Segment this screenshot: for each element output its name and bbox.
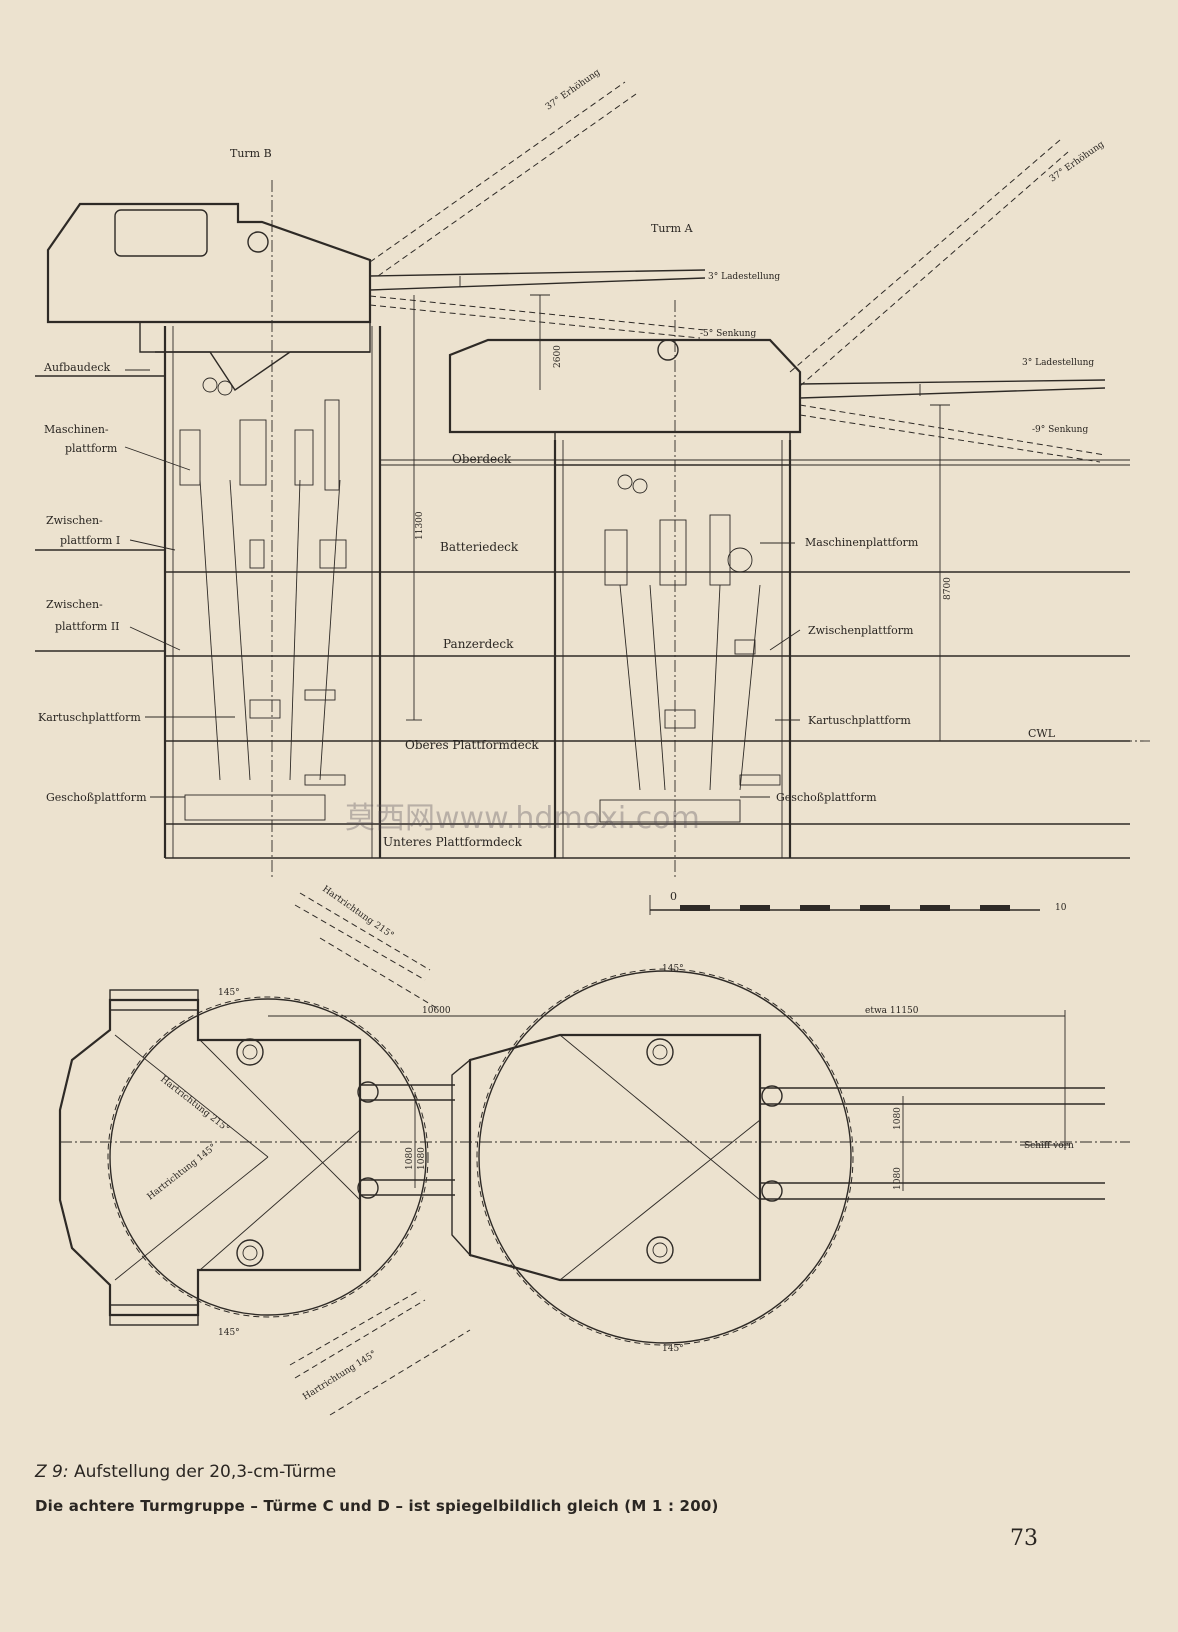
label-zwischen2-2: plattform II [55,620,120,633]
dim-11150: etwa 11150 [865,1006,919,1016]
label-zwischen1-1: Zwischen- [46,514,103,527]
label-geschoss-right: Geschoßplattform [776,791,877,804]
angle-145-top-b: 145° [218,988,240,998]
label-zwischen1-2: plattform I [60,534,120,547]
deck-oberdeck: Oberdeck [452,452,512,466]
label-maschinen-1: Maschinen- [44,423,109,436]
scale-mark: 10 [1055,903,1067,913]
angle-145-top-a: 145° [662,964,684,974]
elevation-b-label: 37° Erhöhung [544,67,602,112]
dim-1080-b1: 1080 [405,1147,415,1170]
training-145-bot: Hartrichtung 145° [301,1349,378,1402]
turm-b-label: Turm B [230,147,272,160]
label-geschoss-left: Geschoßplattform [46,791,147,804]
dim-8700: 8700 [943,577,953,600]
turret-arrangement-drawing: Turm B Turm A 37° Erhöhung 37° Erhöhung … [35,67,1150,1416]
turm-a-label: Turm A [651,222,694,235]
side-elevation [35,81,1150,915]
figure-subcaption: Die achtere Turmgruppe – Türme C und D –… [35,1497,719,1515]
figure-number: Z 9: [35,1462,69,1482]
deck-unteres-plattformdeck: Unteres Plattformdeck [383,835,523,849]
deck-panzerdeck: Panzerdeck [443,637,514,651]
dim-11300: 11300 [415,511,425,540]
label-zwischen-right: Zwischenplattform [808,624,914,637]
label-zwischen2-1: Zwischen- [46,598,103,611]
watermark: 莫西网www.hdmoxi.com [345,801,700,836]
dim-1080-b2: 1080 [417,1147,427,1170]
label-maschinen-2: plattform [65,442,118,455]
dim-10600: 10600 [422,1006,451,1016]
deck-batteriedeck: Batteriedeck [440,540,519,554]
figure-caption: Z 9: Aufstellung der 20,3-cm-Türme [35,1462,1135,1482]
deck-oberes-plattformdeck: Oberes Plattformdeck [405,738,539,752]
dim-1080-a1: 1080 [893,1107,903,1130]
plan-view [58,892,1130,1416]
dim-2600: 2600 [553,345,563,368]
label-kartusch-left: Kartuschplattform [38,711,141,724]
dim-zero: 0 [670,890,677,903]
figure-title: Aufstellung der 20,3-cm-Türme [74,1462,337,1482]
dim-1080-a2: 1080 [893,1167,903,1190]
depression-b-label: -5° Senkung [700,329,756,339]
angle-145-bot-a: 145° [662,1344,684,1354]
label-kartusch-right: Kartuschplattform [808,714,911,727]
depression-a-label: -9° Senkung [1032,425,1088,435]
page-number: 73 [1010,1526,1038,1551]
angle-145-bot-b: 145° [218,1328,240,1338]
training-215-top: Hartrichtung 215° [320,884,395,941]
training-145-mid: Hartrichtung 145° [146,1142,219,1202]
loading-b-label: 3° Ladestellung [708,272,780,282]
label-maschinen-right: Maschinenplattform [805,536,919,549]
training-215-mid: Hartrichtung 215° [158,1074,231,1134]
label-aufbaudeck: Aufbaudeck [43,361,110,374]
loading-a-label: 3° Ladestellung [1022,358,1094,368]
label-schiff-vorn: Schiff vorn [1024,1141,1074,1151]
label-cwl: CWL [1028,727,1056,740]
